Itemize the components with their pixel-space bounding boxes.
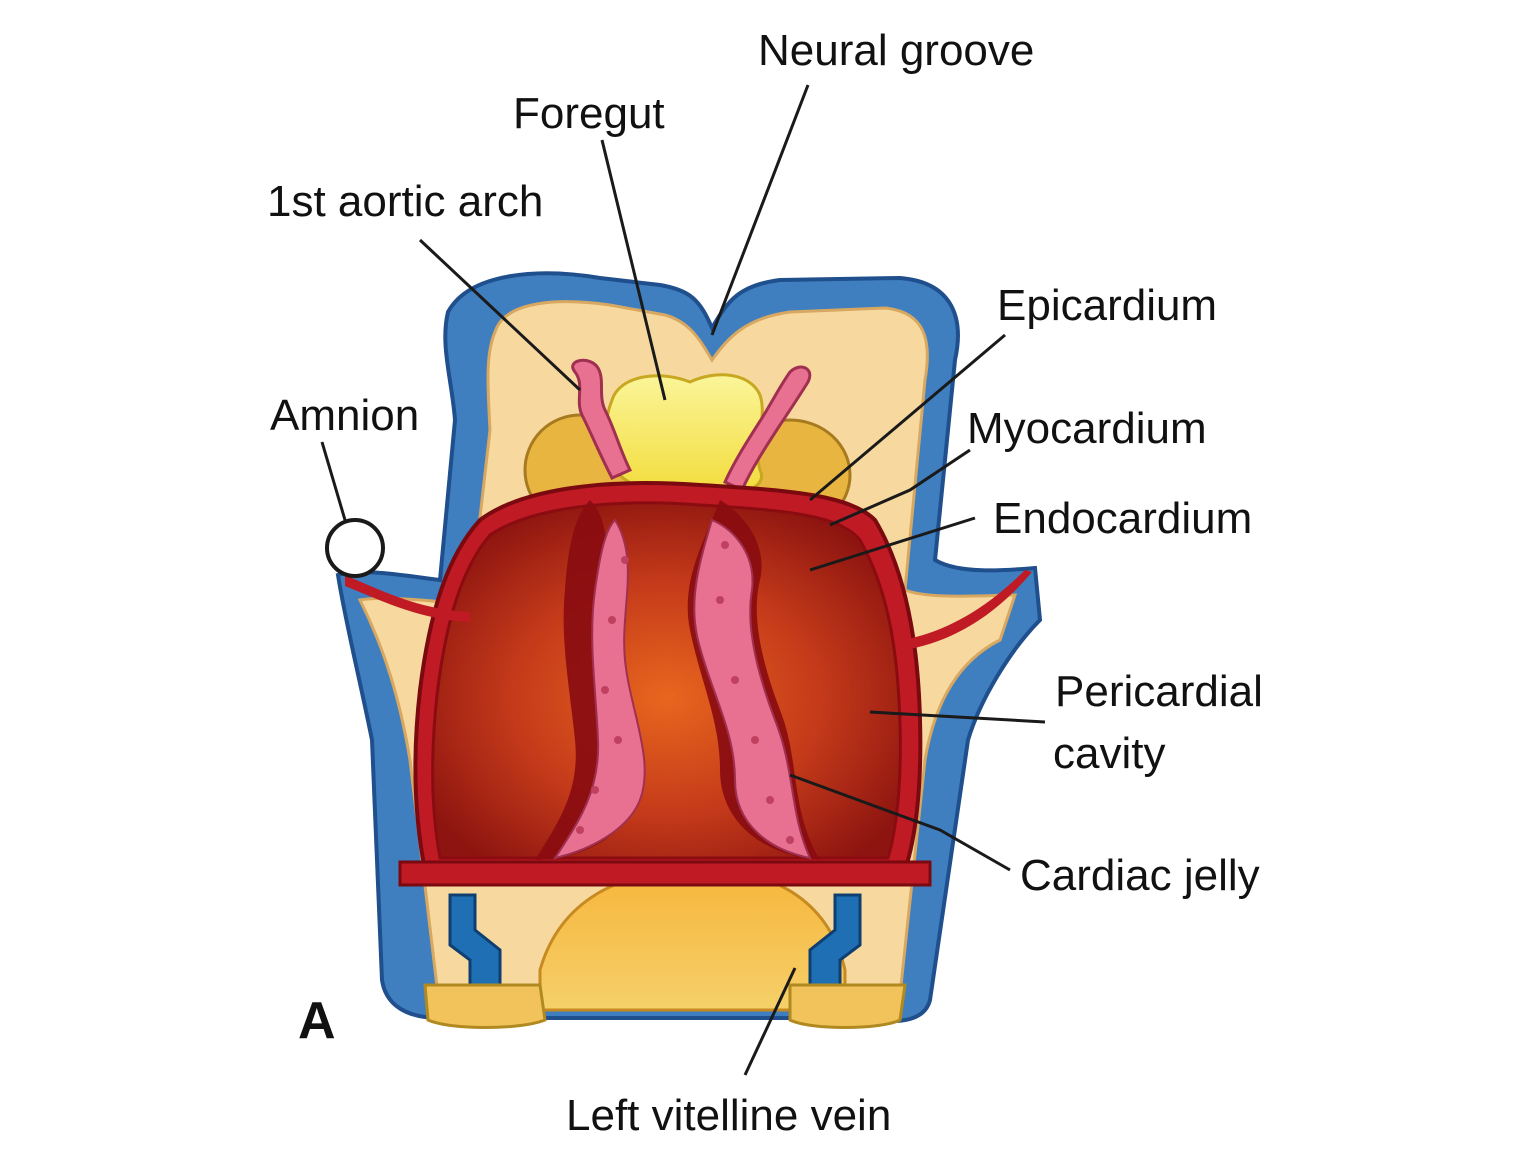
left-lateral-rim (345, 575, 470, 622)
leader-pericardial-cavity (869, 710, 1046, 724)
left-foot (423, 983, 547, 1029)
leader-myocardium (829, 448, 971, 527)
label-myocardium: Myocardium (967, 404, 1207, 453)
leader-left-vitelline-vein (743, 967, 797, 1076)
endocardium-speckle (576, 541, 794, 844)
label-pericardial-line2: cavity (1053, 729, 1165, 778)
label-foregut: Foregut (513, 89, 665, 138)
leader-amnion (320, 441, 347, 521)
leader-cardiac-jelly (789, 773, 1011, 872)
left-aortic-arch (571, 358, 633, 480)
label-pericardial-line1: Pericardial (1055, 667, 1263, 716)
label-epicardium: Epicardium (997, 281, 1217, 330)
right-endocardial-tube (693, 518, 812, 860)
leader-neural-groove (710, 84, 810, 336)
panel-letter: A (298, 992, 336, 1050)
label-cardiac-jelly: Cardiac jelly (1020, 851, 1260, 900)
label-neural-groove: Neural groove (758, 26, 1034, 75)
amnion-circle (325, 518, 385, 578)
left-endocardial-tube (552, 518, 646, 860)
right-lateral-rim (903, 570, 1032, 650)
heart-cavity (431, 501, 902, 860)
label-aortic-arch: 1st aortic arch (267, 177, 543, 226)
leader-epicardium (809, 333, 1006, 502)
leader-aortic-arch (418, 238, 582, 392)
right-aortic-arch (723, 365, 812, 493)
label-endocardium: Endocardium (993, 494, 1252, 543)
label-left-vitelline-vein: Left vitelline vein (566, 1091, 891, 1140)
leader-foregut (600, 139, 667, 401)
ventral-wall-band (398, 860, 932, 887)
label-amnion: Amnion (270, 391, 419, 440)
leader-endocardium (809, 516, 976, 572)
right-foot (788, 983, 907, 1029)
